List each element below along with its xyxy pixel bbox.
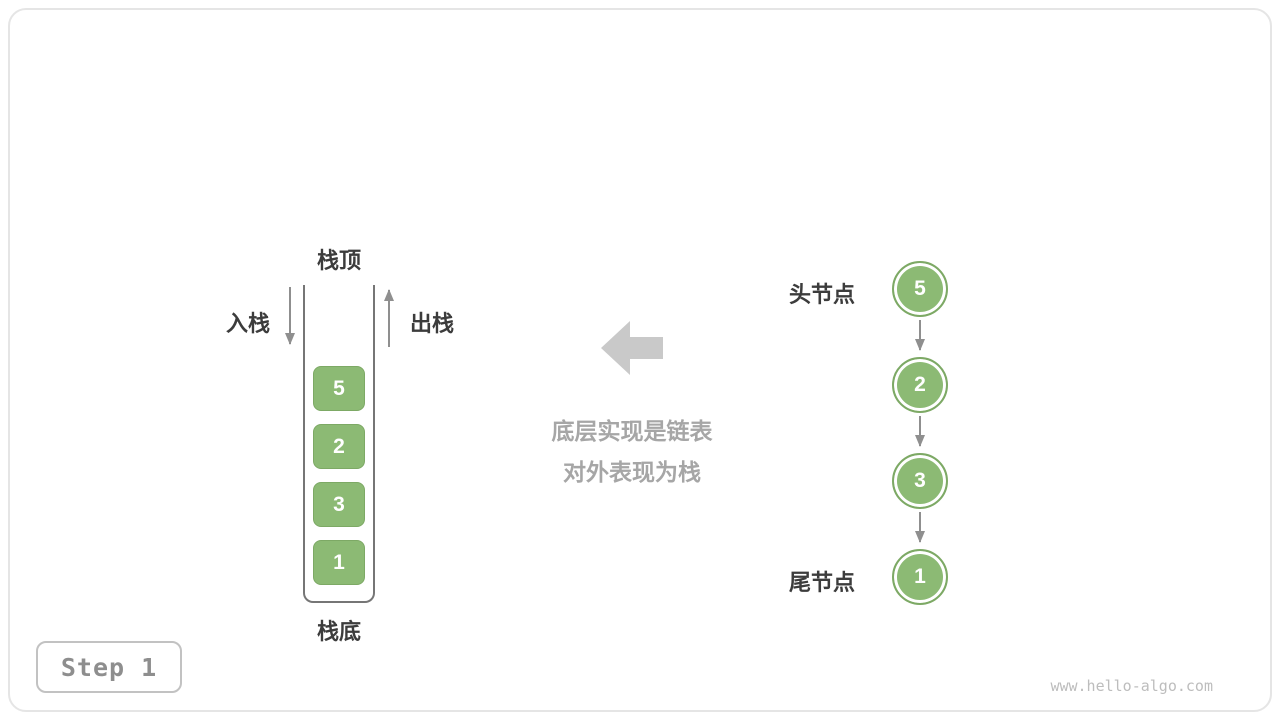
list-node: 2 [892, 357, 948, 413]
list-node: 1 [892, 549, 948, 605]
watermark: www.hello-algo.com [1050, 677, 1213, 695]
pop-label: 出栈 [409, 311, 454, 336]
caption-line-2: 对外表现为栈 [563, 459, 701, 485]
tail-node-label: 尾节点 [788, 570, 855, 595]
stack-top-label: 栈顶 [316, 248, 361, 273]
stack-item: 3 [313, 482, 365, 527]
push-label: 入栈 [225, 311, 270, 336]
head-node-label: 头节点 [788, 282, 855, 307]
page-border-frame [8, 8, 1272, 712]
stack-item: 1 [313, 540, 365, 585]
step-label: Step 1 [60, 652, 158, 682]
stack-bottom-label: 栈底 [316, 619, 361, 644]
big-left-arrow-icon [601, 321, 663, 375]
list-node: 3 [892, 453, 948, 509]
list-node: 5 [892, 261, 948, 317]
stack-container: 5 2 3 1 [303, 285, 375, 603]
stack-item: 5 [313, 366, 365, 411]
caption-line-1: 底层实现是链表 [551, 418, 713, 444]
step-badge: Step 1 [36, 641, 182, 693]
stack-item: 2 [313, 424, 365, 469]
caption: 底层实现是链表 对外表现为栈 [477, 411, 787, 493]
